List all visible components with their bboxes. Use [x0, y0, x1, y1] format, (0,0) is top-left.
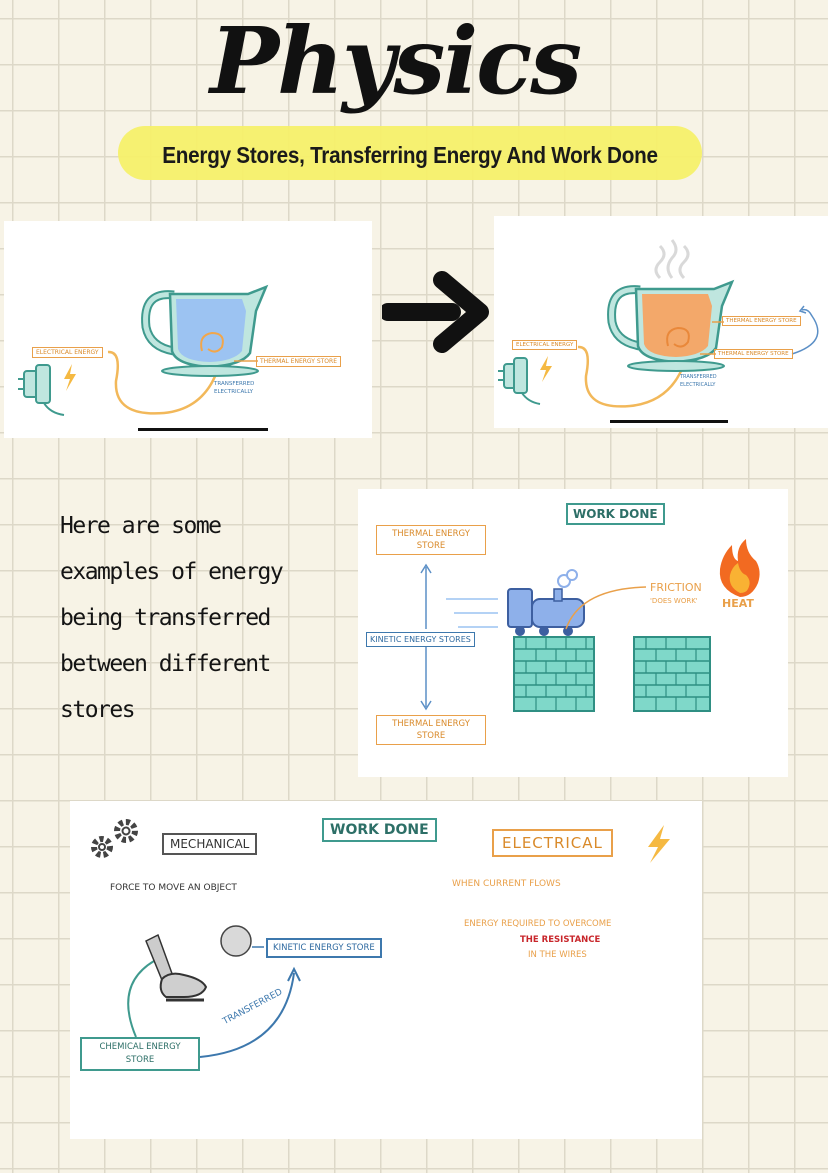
kettle-after-illustration — [498, 239, 819, 408]
kettle-before-illustration — [18, 284, 269, 416]
fire-icon — [719, 539, 760, 597]
electrical-label: Electrical — [492, 829, 613, 857]
kettle-icon — [607, 279, 735, 372]
kettle-after-card: Thermal Energy Store Electrical Energy T… — [494, 216, 828, 428]
kettle-icon — [141, 284, 269, 377]
work-done-card: Mechanical Work Done Electrical Force to… — [70, 801, 702, 1139]
kettle-before-card: Electrical Energy Thermal Energy Store T… — [4, 221, 372, 438]
electrical-energy-label: Electrical Energy — [512, 340, 578, 350]
plug-icon — [18, 364, 65, 416]
steam-icon — [654, 239, 690, 280]
kinetic-energy-store-label: Kinetic Energy Store — [266, 938, 382, 958]
lightning-icon — [648, 825, 670, 863]
work-done-title: Work Done — [566, 503, 665, 525]
subtitle-highlight — [118, 126, 702, 180]
page-title: Physics — [209, 7, 582, 115]
resistance-line-1: Energy required to overcome — [464, 919, 612, 929]
kicking-leg-icon — [145, 933, 208, 1002]
plug-icon — [498, 357, 541, 405]
train-icon — [507, 569, 585, 636]
lightning-icon — [540, 356, 552, 382]
brick-pillar-left — [513, 636, 595, 712]
friction-label: Friction — [650, 581, 702, 594]
work-done-title: Work Done — [322, 818, 437, 842]
resistance-line-2: the resistance — [520, 935, 601, 945]
thermal-energy-store-label: Thermal Energy Store — [256, 356, 341, 367]
train-friction-card: Work Done Thermal Energy Store Kinetic E… — [358, 489, 788, 777]
thermal-energy-store-label: Thermal Energy Store — [714, 349, 793, 359]
lightning-icon — [64, 364, 76, 391]
mechanical-label: Mechanical — [162, 833, 258, 855]
intro-text: Here are some examples of energy being t… — [60, 513, 284, 723]
current-note: When current flows — [452, 879, 561, 889]
kettle-before-underline — [138, 428, 268, 431]
brick-pillar-right — [633, 636, 711, 712]
page-subtitle: Energy Stores, Transferring Energy And W… — [162, 142, 658, 168]
heat-label: Heat — [722, 597, 754, 610]
ball-icon — [220, 925, 252, 957]
gears-icon — [91, 819, 138, 858]
force-note: Force to move an object — [110, 883, 237, 893]
train-illustration — [420, 539, 760, 712]
thermal-energy-store-top: Thermal Energy Store — [376, 525, 486, 555]
thermal-energy-store-top-label: Thermal Energy Store — [722, 316, 801, 326]
thermal-energy-store-bottom: Thermal Energy Store — [376, 715, 486, 745]
transferred-electrically-label: Transferred Electrically — [214, 381, 255, 395]
arrow-right-icon — [382, 271, 489, 353]
kettle-after-underline — [610, 420, 728, 423]
resistance-line-3: in the wires — [528, 950, 587, 960]
kinetic-energy-stores-label: Kinetic Energy Stores — [366, 632, 475, 647]
does-work-label: 'Does work' — [650, 597, 698, 605]
work-done-illustration — [91, 819, 670, 1058]
chemical-energy-store-label: Chemical Energy Store — [80, 1037, 200, 1071]
transferred-electrically-label: Transferred Electrically — [680, 374, 717, 388]
electrical-energy-label: Electrical Energy — [32, 347, 103, 358]
